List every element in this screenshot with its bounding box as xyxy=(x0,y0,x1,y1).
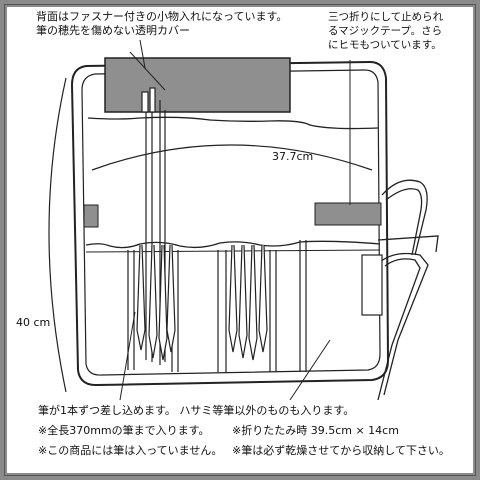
tie-string xyxy=(379,252,429,396)
annotation-dry: ※筆は必ず乾燥させてから収納して下さい。 xyxy=(232,444,450,457)
right-velcro-tab xyxy=(314,202,382,226)
leader-lines xyxy=(119,39,351,401)
annotation-back-pocket: 背面はファスナー付きの小物入れになっています。 xyxy=(36,10,288,23)
tie-string xyxy=(385,188,423,256)
right-flap xyxy=(361,254,383,316)
roll-outline-outer xyxy=(70,60,390,387)
brush-handle-2 xyxy=(149,87,156,113)
leader-cover xyxy=(139,39,146,69)
leader-slots xyxy=(119,311,136,401)
brush-slots-middle xyxy=(217,240,307,372)
annotation-slots: 筆が1本ずつ差し込めます。 ハサミ等筆以外のものも入ります。 xyxy=(38,404,355,417)
brush-tip xyxy=(158,244,168,361)
annotation-velcro-2: るマジックテープ。さら xyxy=(328,25,443,37)
brush-tip xyxy=(228,244,238,353)
inner-frame xyxy=(4,4,476,476)
transparent-cover-edge xyxy=(87,116,379,130)
annotation-folded: ※折りたたみ時 39.5cm × 14cm xyxy=(232,424,399,437)
brush-tip xyxy=(248,244,258,361)
annotation-no-brush: ※この商品には筆は入っていません。 xyxy=(38,444,223,457)
tie-string xyxy=(381,179,428,256)
height-label: 40 cm xyxy=(16,316,51,329)
brush-handle-1 xyxy=(141,91,149,113)
leader-slots-right xyxy=(289,339,331,401)
width-dimension-arc xyxy=(91,144,373,171)
zipper-pocket-panel xyxy=(104,57,291,113)
annotation-velcro-3: にヒモもついています。 xyxy=(328,39,442,51)
annotation-velcro-1: 三つ折りにして止められ xyxy=(328,11,444,23)
brush-tip xyxy=(166,244,176,353)
annotation-cover: 筆の穂先を傷めない透明カバー xyxy=(36,24,190,37)
tie-strings xyxy=(377,179,439,401)
roll-outline-inner xyxy=(81,69,381,376)
tie-string xyxy=(377,235,439,253)
left-velcro-tab xyxy=(83,204,99,228)
brush-tips-left xyxy=(136,244,176,361)
tie-string xyxy=(377,258,421,401)
brush-tip xyxy=(136,244,146,351)
leader-back-pocket xyxy=(129,51,166,91)
brush-tip xyxy=(148,244,158,359)
width-label: 37.7cm xyxy=(272,150,314,163)
brush-tip xyxy=(238,244,248,359)
brush-tip xyxy=(258,244,268,353)
height-dimension-arc xyxy=(48,77,67,393)
annotation-length: ※全長370mmの筆まで入ります。 xyxy=(38,424,210,437)
